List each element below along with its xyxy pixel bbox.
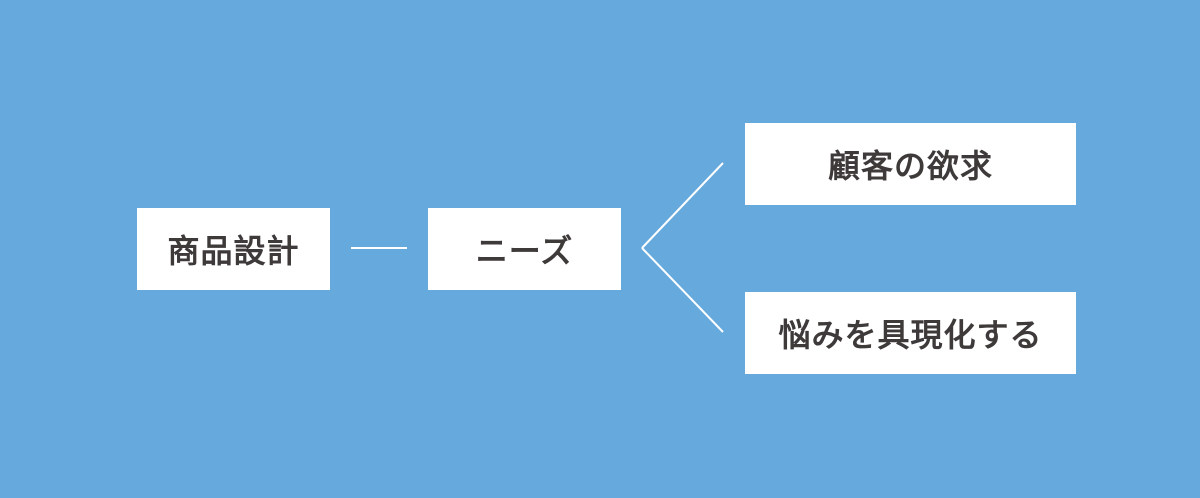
node-customer-desire-label: 顧客の欲求 [827, 147, 993, 185]
node-product-design: 商品設計 [137, 208, 330, 290]
node-product-design-label: 商品設計 [167, 232, 300, 270]
connector-needs-to-worry [641, 247, 724, 333]
connector-needs-to-desire [641, 162, 724, 249]
node-needs-label: ニーズ [475, 232, 574, 270]
node-needs: ニーズ [428, 208, 621, 290]
node-customer-desire: 顧客の欲求 [745, 123, 1076, 205]
node-embody-worries-label: 悩みを具現化する [778, 316, 1043, 354]
node-embody-worries: 悩みを具現化する [745, 292, 1076, 374]
